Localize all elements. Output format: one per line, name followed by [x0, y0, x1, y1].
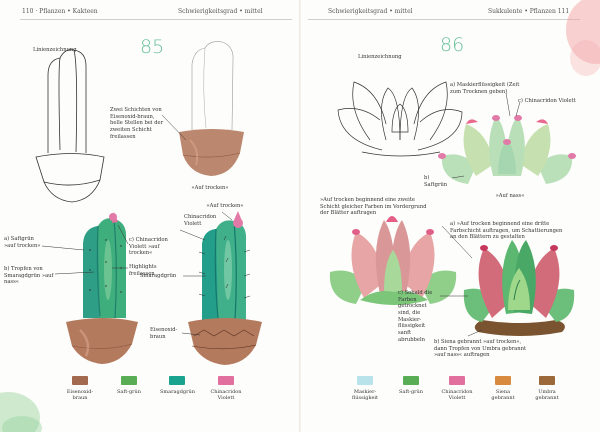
step2-note: »Auf trocken beginnend eine zweite Schic…	[320, 197, 427, 217]
annotation-chinacridon-violett: Chinacridon Violett	[184, 214, 217, 227]
book-gutter	[299, 0, 301, 432]
swatch-label: Umbra gebrannt	[535, 389, 559, 401]
swatch-siena-gebrannt	[495, 376, 511, 385]
exercise-number-86: 86	[440, 34, 465, 56]
annotation-c-rub-mask: c) Sobald die Farben getrocknet sind, di…	[398, 290, 433, 343]
annotation-a-saftgruen: a) Saftgrün »auf trocken«	[4, 236, 41, 249]
succulent-step2	[329, 216, 457, 305]
swatch-label: Smaragdgrün	[160, 389, 195, 395]
watercolor-splash-left	[0, 392, 40, 432]
left-header-title: 110 · Pflanzen • Kakteen	[22, 8, 98, 15]
step1-note: Zwei Schichten von Eisenoxid-braun, hell…	[110, 107, 164, 140]
annotation-highlights: Highlights freilassen	[129, 264, 157, 277]
annotation-a-maskierfluessigkeit: a) Maskierflüssigkeit (Zeit zum Trocknen…	[450, 82, 520, 95]
swatch-label: Chinacridon Violett	[441, 389, 473, 401]
swatch-label: Chinacridon Violett	[210, 389, 242, 401]
swatch-label: Saft-grün	[117, 389, 141, 395]
watercolor-splash-right	[566, 0, 600, 64]
swatch-eisenoxidbraun	[72, 376, 88, 385]
cactus-step3	[188, 211, 262, 365]
line-drawing-label-left: Linienzeichnung	[33, 47, 77, 53]
step1-caption: »Auf trocken«	[191, 185, 229, 191]
swatch-label: Maskier-flüssigkeit	[351, 389, 379, 401]
annotation-b-smaragdgruen: b) Tropfen von Smaragdgrün »auf nass«	[4, 266, 54, 286]
left-page: 110 · Pflanzen • Kakteen Schwierigkeitsg…	[0, 8, 292, 432]
swatch-chinacridon-violett	[449, 376, 465, 385]
right-illustrations	[329, 0, 600, 337]
left-header-difficulty: Schwierigkeitsgrad • mittel	[178, 8, 263, 15]
cactus-step1	[179, 41, 244, 176]
step3-caption: »Auf trocken«	[206, 203, 244, 209]
line-drawing-label-right: Linienzeichnung	[358, 54, 402, 60]
swatch-smaragdgruen	[169, 376, 185, 385]
cactus-line-drawing	[35, 49, 105, 203]
right-header-rule	[308, 19, 580, 20]
succulent-step3	[463, 240, 575, 336]
succulent-line-drawing	[337, 81, 463, 157]
left-illustrations	[0, 41, 262, 432]
annotation-b-saftgruen: b) Saftgrün	[424, 175, 448, 188]
step1-caption-right: »Auf nass«	[495, 193, 525, 199]
right-page: Schwierigkeitsgrad • mittel Sukkulente •…	[300, 0, 600, 432]
pointer-step1	[161, 114, 187, 141]
swatch-umbra-gebrannt	[539, 376, 555, 385]
annotation-eisenoxidbraun: Eisenoxid-braun	[150, 327, 178, 340]
swatch-saftgruen	[121, 376, 137, 385]
annotation-smaragdgruen: Smaragdgrün	[140, 273, 177, 279]
exercise-number-85: 85	[140, 36, 165, 58]
annotation-c-chinacridon: c) Chinacridon Violett »auf trocken«	[129, 237, 168, 257]
succulent-step1	[438, 115, 576, 184]
right-header-title: Sukkulente • Pflanzen 111	[488, 8, 570, 15]
swatch-label: Eisenoxid-braun	[66, 389, 94, 401]
annotation-b-siena-umbra: b) Siena gebrannt »auf trocken«, dann Tr…	[434, 339, 527, 359]
right-header-difficulty: Schwierigkeitsgrad • mittel	[328, 8, 413, 15]
swatch-saftgruen	[403, 376, 419, 385]
swatch-chinacridon-violett	[218, 376, 234, 385]
annotation-a-third-layer: a) »Auf trocken beginnend eine dritte Fa…	[450, 221, 563, 241]
cactus-step2	[66, 212, 138, 364]
swatch-label: Saft-grün	[399, 389, 423, 395]
swatch-label: Siena gebrannt	[491, 389, 515, 401]
annotation-c-chinacridon: c) Chinacridon Violett	[518, 98, 576, 104]
swatch-maskierfluessigkeit	[357, 376, 373, 385]
left-header-rule	[20, 19, 292, 20]
